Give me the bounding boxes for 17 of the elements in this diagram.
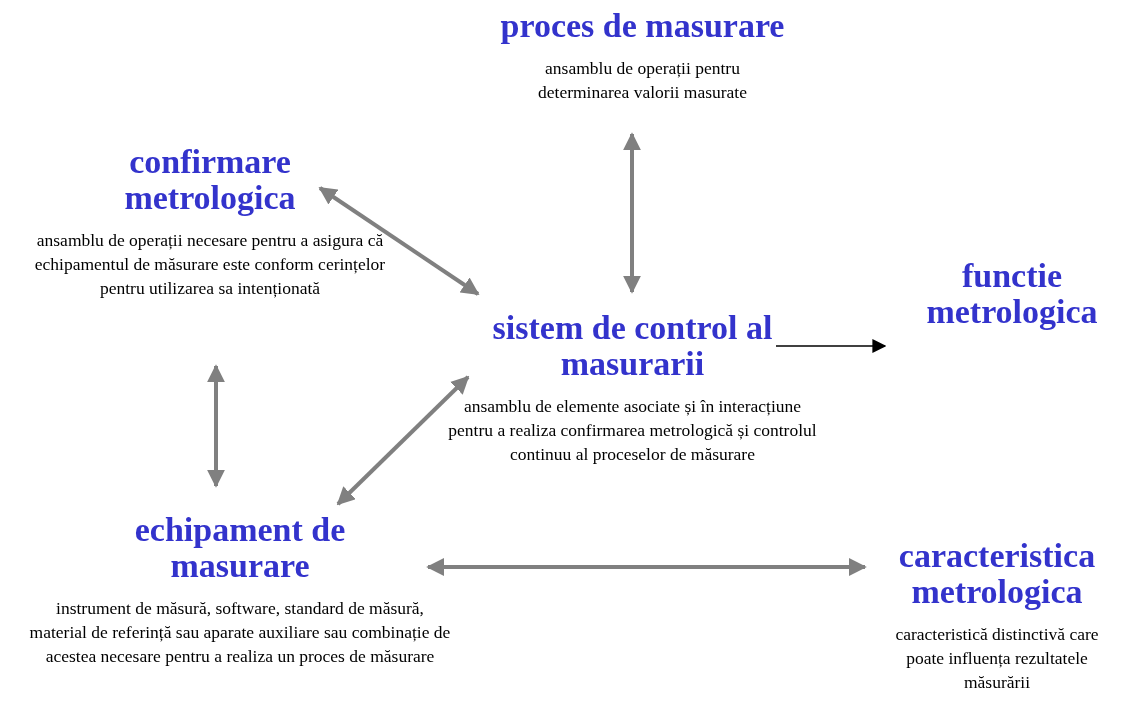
node-title: echipament de masurare [133,512,347,584]
node-title: caracteristica metrologica [897,538,1097,610]
node-description: instrument de măsură, software, standard de măsură, material de referință sau aparate auxiliare sau combinație de acestea necesare pentru a realiza un proces de măsurare [28,597,452,668]
node-description: ansamblu de operații pentru determinarea valorii masurate [537,57,748,104]
node-description: ansamblu de elemente asociate și în interacțiune pentru a realiza confirmarea metrologică și controlul continuu al proceselor de măsurare [447,395,818,466]
node-title: functie metrologica [925,258,1099,330]
node-description: ansamblu de operații necesare pentru a asigura că echipamentul de măsurare este conform cerințelor pentru utilizarea sa intenționată [33,229,387,300]
arrow [426,558,867,576]
node-title: sistem de control al masurarii [491,310,774,382]
arrow [336,375,470,506]
arrow [318,186,480,296]
arrow [775,339,887,353]
arrow [207,364,225,488]
node-title: confirmare metrologica [123,144,297,216]
node-title: proces de masurare [499,8,786,44]
node-description: caracteristică distinctivă care poate influența rezultatele măsurării [894,623,1100,694]
arrow [623,132,641,294]
